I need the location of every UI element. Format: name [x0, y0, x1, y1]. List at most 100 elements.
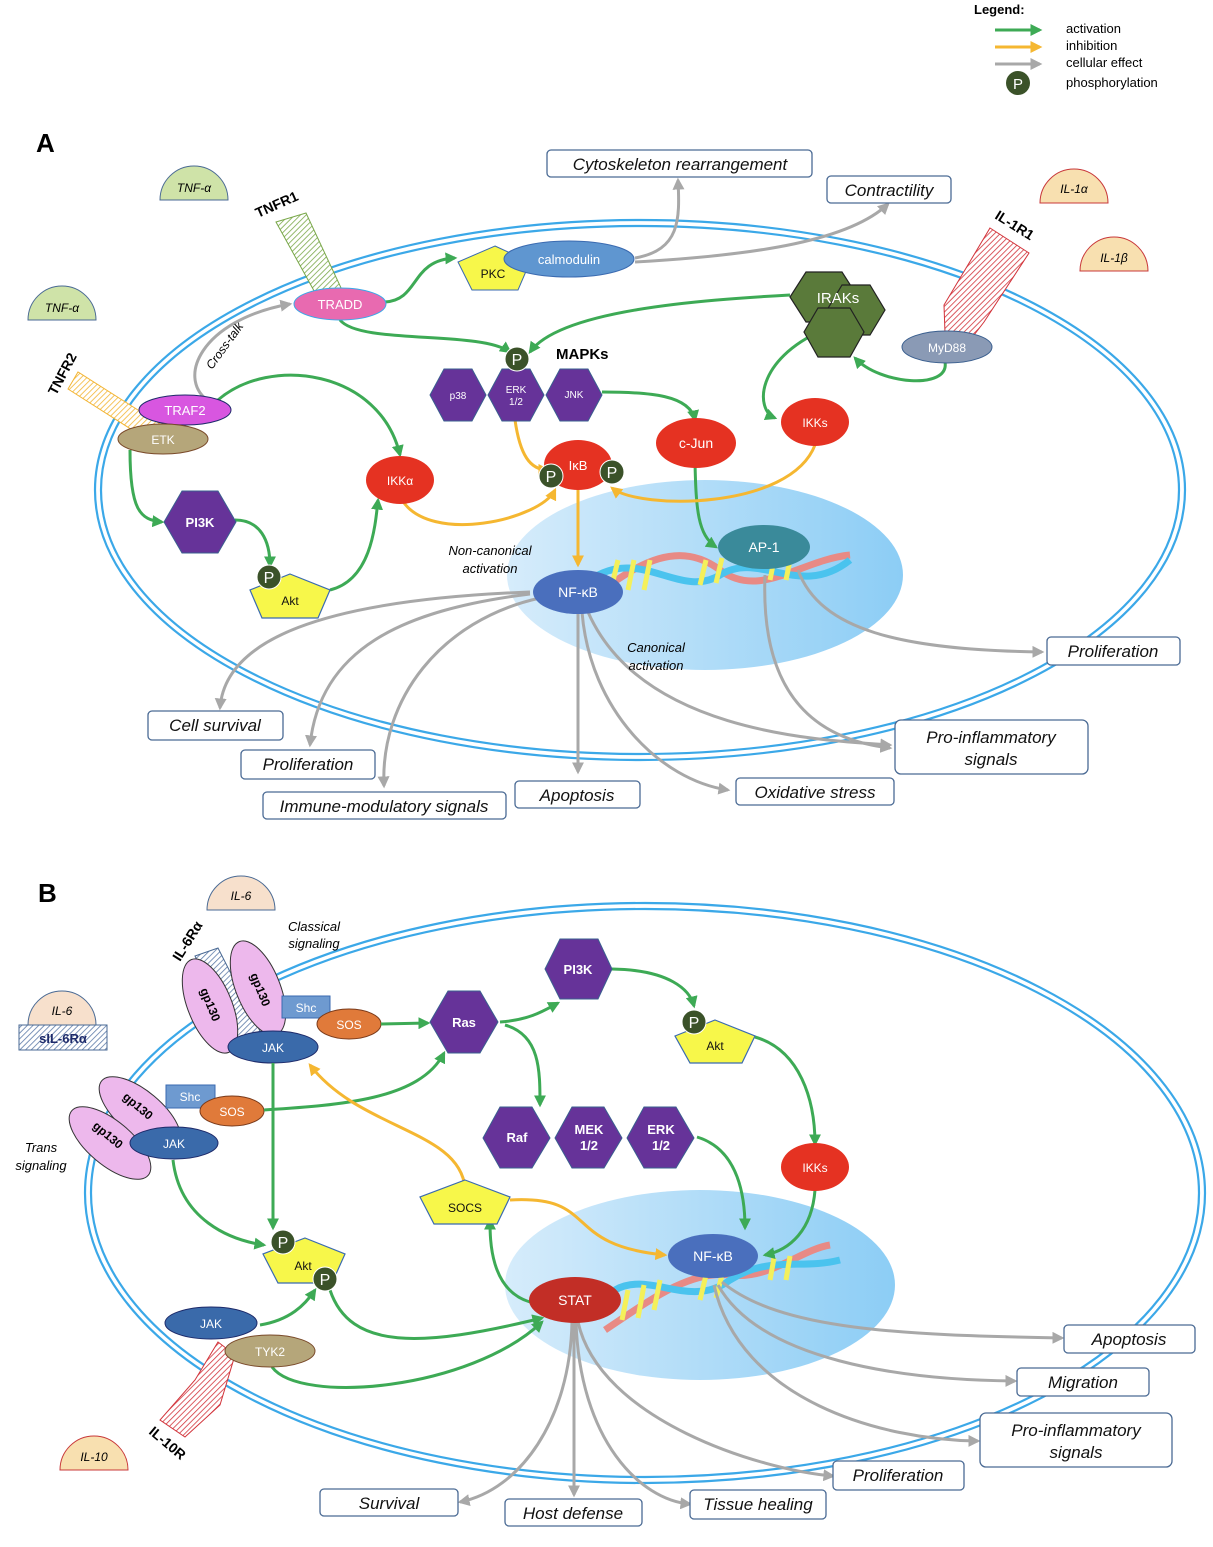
akt-label: Akt [706, 1039, 724, 1053]
il-6-ligand-2: IL-6 [27, 990, 97, 1026]
cjun-node: c-Jun [656, 418, 736, 468]
myd88-label: MyD88 [928, 341, 966, 355]
phospho-ikb-left-icon: P [538, 463, 564, 489]
effect-label: Cytoskeleton rearrangement [573, 155, 789, 174]
effect-cell-survival: Cell survival [147, 710, 284, 741]
arrow-nfkb-to-immune [377, 596, 541, 789]
classical-signaling-label: Classical [288, 919, 341, 934]
arrow-sos-to-ras [380, 1017, 431, 1030]
etk-node: ETK [117, 423, 209, 455]
phospho-symbol: P [320, 1272, 331, 1289]
arrow-traf2-to-ikka [217, 373, 404, 458]
erk-sub-label: 1/2 [652, 1138, 670, 1153]
etk-label: ETK [151, 433, 174, 447]
noncanonical-label: Non-canonical [448, 543, 532, 558]
effect-label: Apoptosis [539, 786, 615, 805]
il-10-label: IL-10 [80, 1450, 108, 1464]
arrow-jnk-to-cjun [601, 390, 699, 423]
sos-label: SOS [336, 1018, 361, 1032]
effect-tissue-healing: Tissue healing [689, 1489, 827, 1520]
tnf-alpha-label: TNF-α [45, 301, 80, 315]
legend-phosphorylation-symbol: P [1013, 76, 1023, 93]
arrow-socs-to-jak [308, 1063, 467, 1189]
erk-node: ERK 1/2 [487, 368, 545, 422]
traf2-node: TRAF2 [138, 394, 232, 426]
tnf-alpha-ligand-2: TNF-α [27, 285, 97, 321]
socs-node: SOCS [419, 1179, 511, 1225]
ras-label: Ras [452, 1015, 476, 1030]
stat-label: STAT [558, 1292, 592, 1308]
ikks-label: IKKs [802, 1161, 827, 1175]
jak-label: JAK [163, 1137, 185, 1151]
ikb-label: IκB [569, 458, 588, 473]
sil-6ra-receptor: sIL-6Rα [18, 1024, 108, 1051]
raf-node: Raf [482, 1106, 551, 1169]
arrow-ikks-to-ikb [610, 444, 817, 503]
gp130-classical-1: gp130 [181, 958, 239, 1054]
il-1-beta-ligand: IL-1β [1079, 236, 1149, 272]
nfkb-label: NF-κB [558, 584, 598, 600]
il-1-alpha-label: IL-1α [1060, 182, 1089, 196]
legend-activation-label: activation [1066, 21, 1121, 36]
effect-label: Contractility [845, 181, 935, 200]
arrow-jak-il10-to-akt [259, 1288, 317, 1327]
effect-survival: Survival [319, 1488, 459, 1517]
jnk-node: JNK [545, 368, 603, 422]
arrow-nfkb-to-proinflammatory [712, 1284, 981, 1447]
effect-label: Cell survival [169, 716, 262, 735]
panel-a-membrane-inner [99, 224, 1181, 756]
arrow-ras-to-pi3k [499, 1001, 561, 1024]
arrow-ras-to-raf [504, 1023, 546, 1108]
mapks-title: MAPKs [556, 346, 609, 363]
trans-signaling-label: Trans [25, 1140, 58, 1155]
p38-node: p38 [429, 368, 487, 422]
calmodulin-label: calmodulin [538, 252, 600, 267]
legend-phosphorylation-icon [1006, 71, 1030, 95]
ikks-label: IKKs [802, 416, 827, 430]
arrow-ap1-to-proliferation [796, 569, 1045, 658]
effect-proliferation-right: Proliferation [1046, 636, 1181, 666]
p38-label: p38 [450, 391, 467, 402]
effect-proliferation-b: Proliferation [832, 1460, 965, 1491]
akt-label: Akt [281, 594, 299, 608]
noncanonical-label-line2: activation [463, 561, 518, 576]
nfkb-node-b: NF-κB [668, 1234, 758, 1278]
sos-classical: SOS [316, 1008, 382, 1040]
tnf-alpha-ligand-1: TNF-α [159, 165, 229, 201]
phospho-symbol: P [278, 1235, 289, 1252]
panel-b-membrane-outer [83, 901, 1207, 1485]
phospho-akt-b-icon: P [681, 1009, 707, 1035]
nfkb-label: NF-κB [693, 1248, 733, 1264]
effect-label: Proliferation [1068, 642, 1159, 661]
jak-trans: JAK [129, 1126, 219, 1160]
pkc-label: PKC [481, 267, 506, 281]
arrow-akt-to-stat [328, 1289, 545, 1340]
phospho-akt-a-icon: P [256, 564, 282, 590]
tyk2-node: TYK2 [224, 1334, 316, 1368]
crosstalk-label: Cross-talk [203, 319, 247, 372]
effect-label: Host defense [523, 1504, 623, 1523]
irak-label: IRAKs [817, 290, 860, 307]
il-6-label: IL-6 [52, 1004, 73, 1018]
ikka-node: IKKα [366, 456, 434, 504]
panel-a-letter: A [36, 128, 55, 158]
tradd-label: TRADD [318, 297, 363, 312]
phospho-erk-icon: P [504, 346, 530, 372]
il-10-ligand: IL-10 [59, 1435, 129, 1471]
effect-label: Tissue healing [703, 1495, 813, 1514]
panel-b-membrane-inner [89, 907, 1201, 1479]
jnk-label: JNK [565, 390, 584, 401]
shc-label: Shc [180, 1090, 201, 1104]
arrow-nfkb-to-cell-survival [214, 590, 531, 711]
effect-label: Proliferation [263, 755, 354, 774]
mek-sub-label: 1/2 [580, 1138, 598, 1153]
effect-proliferation-left: Proliferation [240, 749, 376, 780]
classical-signaling-label-line2: signaling [288, 936, 340, 951]
legend-phosphorylation-label: phosphorylation [1066, 75, 1158, 90]
il-1-beta-label: IL-1β [1100, 251, 1128, 265]
effect-label: Pro-inflammatory [926, 728, 1057, 747]
ikks-node-a: IKKs [781, 398, 849, 446]
